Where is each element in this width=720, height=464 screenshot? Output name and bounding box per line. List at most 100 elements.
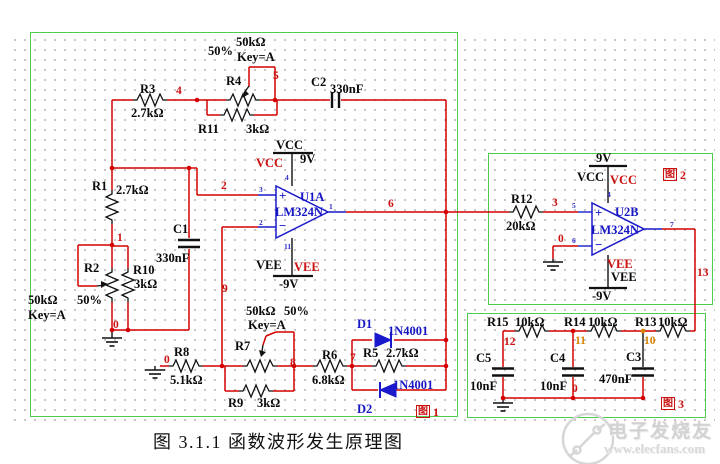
r2-percent-label: 50% <box>77 293 102 307</box>
resistor-symbol <box>133 92 167 108</box>
junction-dot <box>570 395 576 401</box>
u1a-vee-label: VEE <box>256 258 282 272</box>
junction-dot <box>443 337 449 343</box>
u1a-vcc-net-label: VCC <box>256 156 284 170</box>
frame-box-1 <box>30 32 458 417</box>
u1a-pin2-label: 2 <box>259 218 263 227</box>
net-6-label: 6 <box>388 198 394 210</box>
u1a-pin1-label: 1 <box>329 202 333 211</box>
resistor-symbol <box>243 358 277 374</box>
net-0-u2b-label: 0 <box>558 233 564 245</box>
resistor-symbol <box>515 323 549 339</box>
junction-dot <box>194 97 200 103</box>
r8-value-label: 5.1kΩ <box>170 373 203 387</box>
wiper-arrow <box>261 344 264 352</box>
junction-dot <box>186 165 192 171</box>
junction-dot <box>109 165 115 171</box>
resistor-symbol <box>372 358 406 374</box>
junction-dot <box>640 328 646 334</box>
junction-dot <box>109 327 115 333</box>
r1-ref-label: R1 <box>92 179 108 193</box>
c2-value-label: 330nF <box>330 82 364 96</box>
u1a-vcc-value-label: 9V <box>300 152 316 166</box>
u1a-ref-label: U1A <box>300 190 325 204</box>
junction-dot <box>443 209 449 215</box>
r7-percent-label: 50% <box>284 304 309 318</box>
wiper-arrowhead <box>259 350 266 357</box>
u2b-ref-label: U2B <box>615 205 639 219</box>
frame-3-icon: 图 <box>661 397 675 410</box>
dot-grid <box>8 33 715 421</box>
r6-ref-label: R6 <box>322 348 338 362</box>
junction-dot <box>349 363 355 369</box>
net-13-label: 13 <box>697 267 709 279</box>
r12-ref-label: R12 <box>511 192 533 206</box>
r2-ref-label: R2 <box>84 261 100 275</box>
diode-symbol <box>374 332 393 348</box>
net-11-label: 11 <box>575 335 586 347</box>
resistor-symbol <box>239 383 273 399</box>
r4-ref-label: R4 <box>226 74 242 88</box>
c3-value-label: 470nF <box>599 372 633 386</box>
u1a-pin4-label: 4 <box>285 173 289 182</box>
resistor-symbol <box>656 323 690 339</box>
frame-3-label: 图 3 <box>661 396 684 411</box>
net-3-label: 3 <box>552 197 558 209</box>
r2-key-label: Key=A <box>28 308 66 322</box>
r4-key-label: Key=A <box>237 50 275 64</box>
c4-value-label: 10nF <box>540 379 568 393</box>
wire <box>262 335 267 346</box>
junction-dot <box>219 363 225 369</box>
junction-dot <box>443 363 449 369</box>
d2-ref-label: D2 <box>357 402 373 416</box>
d1-ref-label: D1 <box>357 317 373 331</box>
r7-key-label: Key=A <box>248 318 286 332</box>
r3-value-label: 2.7kΩ <box>131 106 164 120</box>
c5-value-label: 10nF <box>470 379 498 393</box>
r2-value-label: 50kΩ <box>28 293 58 307</box>
watermark-brand: 电子发烧友 <box>608 421 714 442</box>
r9-ref-label: R9 <box>228 396 244 410</box>
u1a-pin3-label: 3 <box>259 185 263 194</box>
u2b-part-label: LM324N <box>591 223 639 237</box>
r10-ref-label: R10 <box>133 263 155 277</box>
net-8-label: 8 <box>290 357 296 369</box>
c3-ref-label: C3 <box>626 350 642 364</box>
net-1-label: 1 <box>117 232 123 244</box>
resistor-symbol <box>104 190 120 224</box>
r7-value-label: 50kΩ <box>246 304 276 318</box>
wiper-arrowhead <box>101 281 108 288</box>
diode-symbol <box>378 382 397 398</box>
resistor-symbol <box>313 358 347 374</box>
u2b-pin4-label: 4 <box>607 190 611 199</box>
net-4-label: 4 <box>176 85 182 97</box>
r1-value-label: 2.7kΩ <box>116 183 149 197</box>
r9-value-label: 3kΩ <box>257 396 281 410</box>
r3-ref-label: R3 <box>140 82 156 96</box>
u2b-vee-net-label: VEE <box>607 257 633 271</box>
r4-percent-label: 50% <box>208 44 233 58</box>
wiper-arrow <box>96 284 102 287</box>
frame-1-label: 图 1 <box>416 404 439 419</box>
r13-ref-label: R13 <box>635 315 657 329</box>
net-12-label: 12 <box>504 336 516 348</box>
c4-ref-label: C4 <box>550 351 566 365</box>
resistor-symbol <box>220 107 254 123</box>
u2b-minus-sign: − <box>595 237 603 252</box>
resistor-symbol <box>120 268 136 302</box>
r13-value-label: 10kΩ <box>658 315 688 329</box>
figure-caption: 图 3.1.1 函数波形发生原理图 <box>153 432 404 452</box>
r15-ref-label: R15 <box>487 315 509 329</box>
junction-dot <box>570 328 576 334</box>
net-7-label: 7 <box>350 352 356 364</box>
frame-box-3 <box>467 313 706 418</box>
r5-ref-label: R5 <box>363 346 379 360</box>
net-0-left-label: 0 <box>113 319 119 331</box>
u2b-pin7-label: 7 <box>670 220 674 229</box>
junction-dot <box>640 395 646 401</box>
r4-value-label: 50kΩ <box>236 35 266 49</box>
r14-ref-label: R14 <box>564 315 586 329</box>
